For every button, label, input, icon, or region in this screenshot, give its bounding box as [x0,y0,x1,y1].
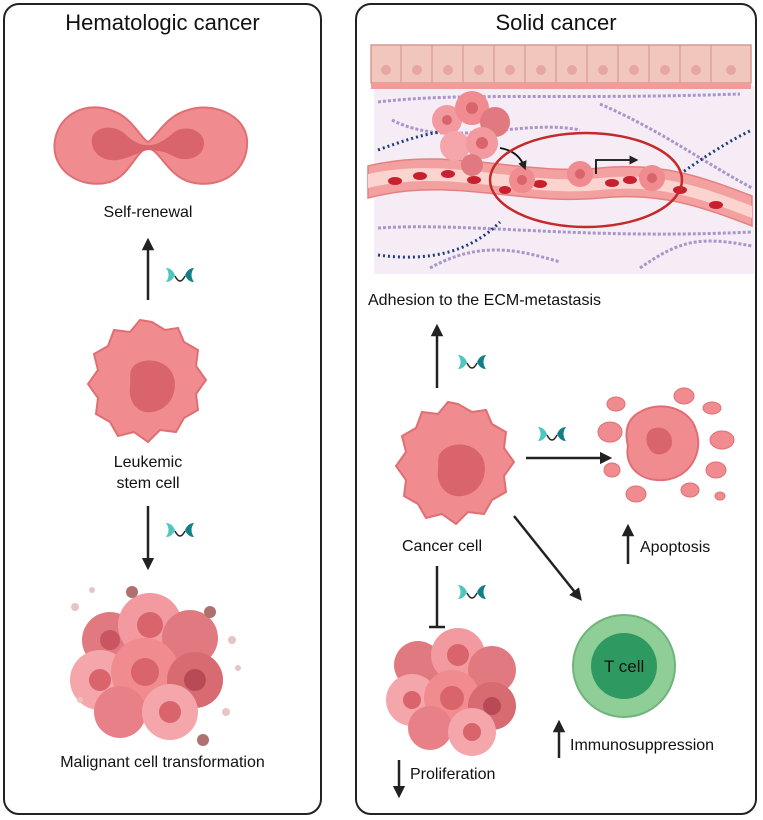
leukemic-label-line1: Leukemic [113,454,183,471]
malignant-transformation-label: Malignant cell transformation [60,754,265,771]
hematologic-cancer-title: Hematologic cancer [65,10,260,35]
antibody-icon [165,522,195,538]
leukemic-stem-cell-icon [86,318,208,444]
proliferation-inhibition-arrow [429,566,445,629]
antibody-icon [165,267,195,283]
dividing-cell-icon [53,106,249,185]
malignant-cell-cluster-icon [70,586,241,746]
solid-cancer-panel [355,3,757,815]
t-cell-icon [572,614,676,718]
proliferation-cluster-icon [386,628,516,756]
leukemic-label-line2: stem cell [116,475,180,492]
antibody-icon [457,584,487,600]
cancer-cell-icon [394,400,516,526]
antibody-icon [457,354,487,370]
solid-cancer-title: Solid cancer [495,10,617,35]
ecm-metastasis-scene [367,44,754,274]
immunosuppression-label: Immunosuppression [570,737,715,754]
apoptotic-cell-icon [597,387,735,503]
self-renewal-label: Self-renewal [103,204,193,221]
cancer-cell-label: Cancer cell [401,538,483,555]
proliferation-label: Proliferation [410,766,496,783]
adhesion-metastasis-label: Adhesion to the ECM-metastasis [368,292,601,309]
metastasis-highlight-ring [488,131,684,229]
hematologic-cancer-panel [3,3,322,815]
antibody-icon [537,426,567,442]
immunosuppression-path-arrow [513,515,582,601]
apoptosis-label: Apoptosis [640,539,711,556]
t-cell-label: T cell [604,657,645,676]
